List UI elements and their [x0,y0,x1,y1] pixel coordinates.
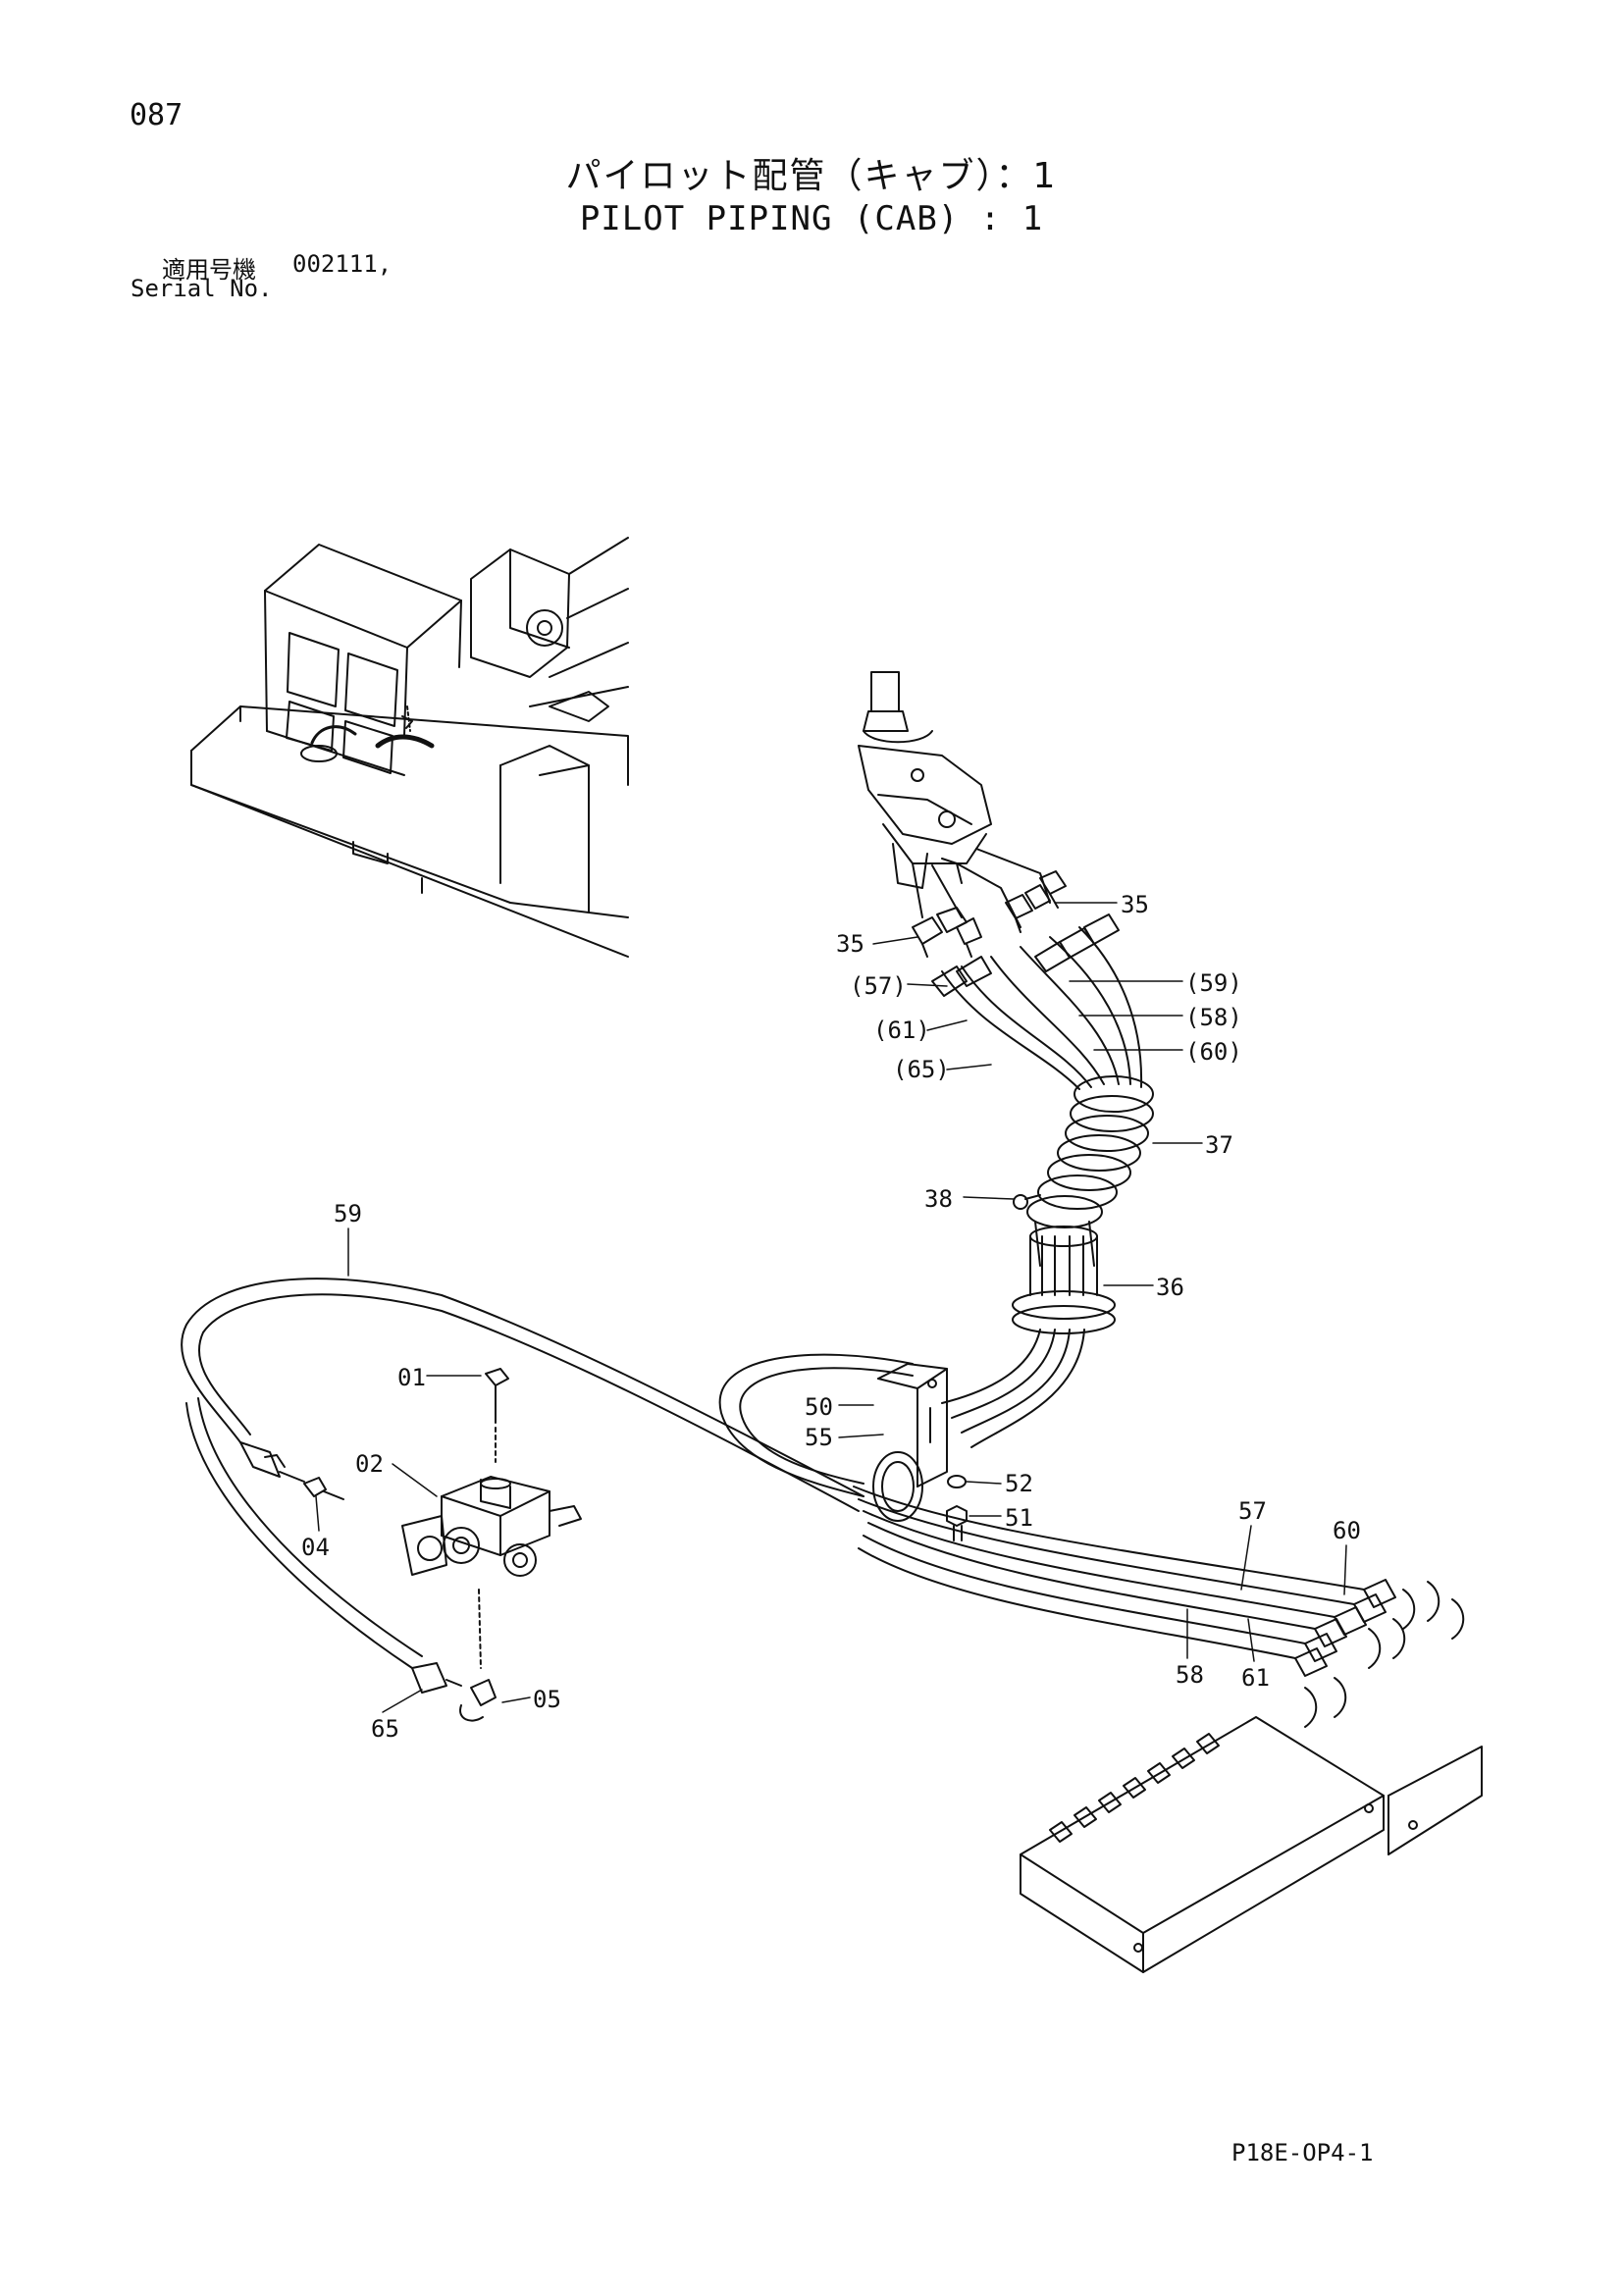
washer-and-bolt-52-51 [946,1475,968,1541]
bolt-01 [485,1368,509,1463]
callout-65-ref: (65) [893,1056,950,1083]
callout-38: 38 [924,1185,953,1213]
callout-05: 05 [533,1686,561,1713]
right-fittings [1294,1579,1465,1728]
leader-lines [315,902,1347,1713]
callout-60-ref: (60) [1185,1038,1242,1066]
callout-60: 60 [1333,1517,1361,1544]
callout-04: 04 [301,1534,330,1561]
serial-number-value: 002111, [292,250,393,278]
fitting-04 [303,1477,344,1500]
serial-label-english: Serial No. [131,275,273,302]
clamp-bracket-50-55 [872,1363,948,1522]
hose-bundle-lower [718,1329,1365,1659]
callout-02: 02 [355,1450,384,1478]
page-title-english: PILOT PIPING (CAB) : 1 [579,199,1044,238]
page-code: P18E-OP4-1 [1231,2139,1374,2166]
callout-61: 61 [1241,1664,1270,1692]
callout-61-ref: (61) [873,1017,930,1044]
callout-35-upper: 35 [1121,891,1149,918]
callout-58-ref: (58) [1185,1004,1242,1031]
corrugated-sleeve-37 [1026,1075,1154,1267]
callout-58: 58 [1176,1661,1204,1689]
clamp-38 [1013,1194,1041,1210]
callout-51: 51 [1005,1504,1033,1532]
callout-37: 37 [1205,1131,1233,1159]
elbow-fitting-05 [459,1589,497,1722]
hose-bundle-upper [931,913,1143,1090]
callout-50: 50 [805,1393,833,1421]
callout-59: 59 [334,1200,362,1227]
callout-55: 55 [805,1424,833,1451]
callout-65: 65 [371,1715,399,1743]
grommet-36 [1012,1226,1116,1334]
callout-59-ref: (59) [1185,969,1242,997]
callout-36: 36 [1156,1274,1184,1301]
page-number: 087 [130,98,183,132]
hose-59-loop [181,1278,864,1512]
hose-65 [185,1397,462,1694]
callout-01: 01 [397,1364,426,1391]
pilot-valve [858,671,1051,928]
machine-overview-inset [190,537,629,958]
fittings-35 [912,870,1067,958]
serial-label-japanese: 適用号機 [162,256,256,284]
valve-block-02 [401,1476,582,1577]
callout-52: 52 [1005,1470,1033,1497]
mounting-plates [1020,1716,1483,1973]
callout-57-ref: (57) [850,972,907,1000]
callout-35-left: 35 [836,930,864,958]
page-title-japanese: パイロット配管（キャブ）：1 [565,156,1058,196]
callout-57: 57 [1238,1497,1267,1525]
